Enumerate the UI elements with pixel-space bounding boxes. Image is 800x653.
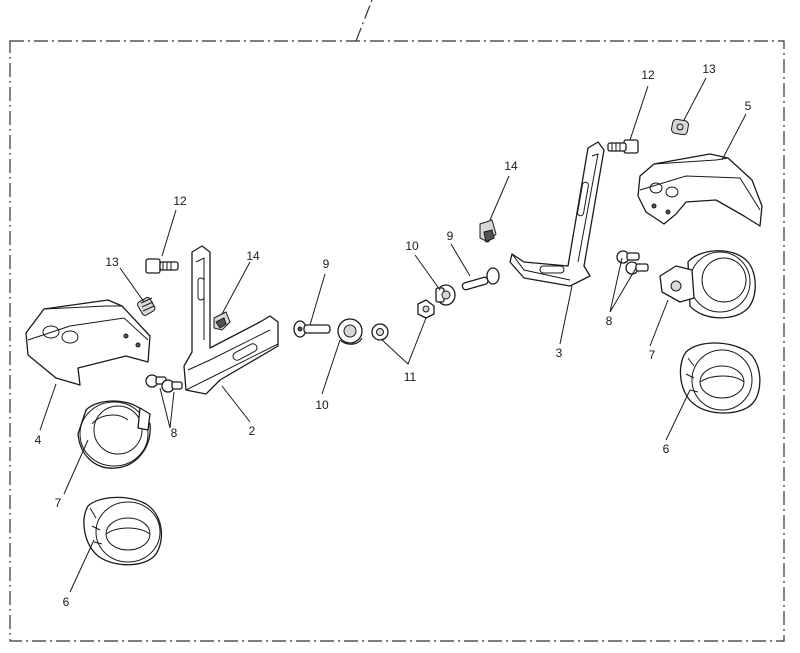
callout-12-left: 12 xyxy=(173,194,187,208)
lamp-rim-7-left xyxy=(77,400,151,469)
callout-6-left: 6 xyxy=(63,595,70,609)
callout-9-right: 9 xyxy=(447,229,454,243)
callout-numbers: 12 13 14 9 4 8 2 10 11 7 6 10 9 14 12 13… xyxy=(35,62,752,609)
callout-14-right: 14 xyxy=(504,159,518,173)
cover-5-right xyxy=(637,153,763,227)
bolts-8-left xyxy=(145,374,183,393)
bracket-3-right xyxy=(509,141,605,287)
bolt-9-right xyxy=(461,267,500,291)
callout-7-right: 7 xyxy=(649,348,656,362)
callout-3: 3 xyxy=(556,346,563,360)
callout-13-right: 13 xyxy=(702,62,716,76)
callout-10-left: 10 xyxy=(315,398,329,412)
callout-5: 5 xyxy=(745,99,752,113)
clip-14-left xyxy=(213,311,231,331)
callout-10-right: 10 xyxy=(405,239,419,253)
bolt-12-right xyxy=(607,139,639,154)
callout-8-right: 8 xyxy=(606,314,613,328)
diagram-frame xyxy=(9,40,785,642)
leader-lines xyxy=(39,77,747,593)
bracket-2-left xyxy=(183,245,279,395)
callout-11: 11 xyxy=(404,370,417,384)
nut-11-center xyxy=(417,299,435,319)
callout-4: 4 xyxy=(35,433,42,447)
headlamp-6-left xyxy=(83,496,163,566)
clip-14-right xyxy=(479,219,497,243)
bolt-9-center xyxy=(293,320,331,338)
cover-4-left xyxy=(25,299,151,386)
lamp-rim-7-right xyxy=(659,250,756,319)
callout-12-right: 12 xyxy=(641,68,655,82)
callout-2: 2 xyxy=(249,424,256,438)
bolts-8-right xyxy=(616,250,649,275)
spacer-13-left xyxy=(137,297,156,316)
callout-9-left: 9 xyxy=(323,257,330,271)
frame-tab-line xyxy=(355,0,373,42)
callout-13-left: 13 xyxy=(105,255,119,269)
callout-14-left: 14 xyxy=(246,249,260,263)
callout-7-left: 7 xyxy=(55,496,62,510)
washer-11-center xyxy=(371,323,389,341)
spacer-13-right xyxy=(671,118,689,136)
callout-8-left: 8 xyxy=(171,426,178,440)
bush-10-right xyxy=(435,284,456,306)
headlamp-6-right xyxy=(679,342,761,414)
bush-10-center xyxy=(337,318,363,345)
bolt-12-left xyxy=(145,258,179,274)
callout-6-right: 6 xyxy=(663,442,670,456)
